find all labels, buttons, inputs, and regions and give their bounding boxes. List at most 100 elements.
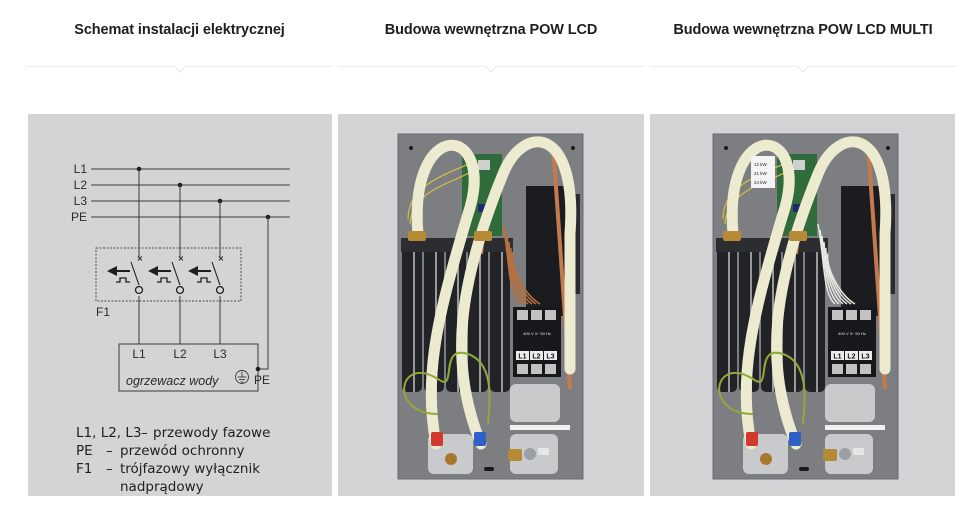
photo-part [479,242,481,392]
heating-element [805,242,825,392]
contactor-screw [846,310,857,320]
bus-lines [91,168,290,218]
mounting-hole [409,146,413,150]
tab-pointer-icon [174,66,186,73]
legend-desc: przewód ochronny [120,443,245,459]
photo-part [516,351,529,360]
sensor-wire [407,161,474,220]
mounting-hole [571,146,575,150]
heater-terminal-l1: L1 [132,347,146,361]
heating-element [402,242,422,392]
svg-text:×: × [218,254,225,263]
tab-pow-lcd-multi-internals[interactable]: Budowa wewnętrzna POW LCD MULTI [650,0,956,73]
valve-lever [538,448,549,455]
contactor-screw [860,364,871,374]
protective-earth-icon [235,370,249,384]
brass-fitting [474,231,492,241]
contactor-terminal-label: L1 [518,354,526,361]
contactor-screw [545,364,556,374]
cold-inlet-sleeve [474,432,486,446]
internal-wire [823,241,848,305]
inlet-fitting [823,449,837,461]
photo-part [728,242,730,392]
hot-outlet [760,453,772,465]
inlet-fitting [508,449,522,461]
legend-dash: – [106,461,113,477]
internal-wire [817,223,836,305]
contactor-screw [832,310,843,320]
junction-dot [255,366,261,372]
breaker-pole-icon: × [107,254,144,295]
legend-desc-continued: nadprądowy [120,479,204,495]
junction-dot [217,198,223,204]
contactor-screw [860,310,871,320]
breaker-poles: × × × [107,254,225,295]
wiring-diagram-panel: L1 L2 L3 PE F1 ××× [28,114,332,496]
breaker-f1-box [95,247,242,302]
internal-wire [826,253,856,305]
photo-part [712,133,899,480]
brass-fitting [723,231,741,241]
bus-label-l1: L1 [74,162,88,176]
heater-name: ogrzewacz wody [126,374,219,388]
contactor-screw [517,310,528,320]
breaker-pole-icon: × [148,254,185,295]
tab-label: Budowa wewnętrzna POW LCD [384,22,598,38]
bus-label-l2: L2 [74,178,88,192]
contactor-terminal-label: L2 [847,354,855,361]
photo-part [799,467,809,471]
legend-dash: – [106,443,113,459]
internal-wire [508,241,533,305]
hot-outlet-sleeve [431,432,443,446]
photo-part [478,160,490,170]
tab-label: Schemat instalacji elektrycznej [74,22,285,38]
legend-key: L1, L2, L3 [76,425,142,441]
rating-sticker [825,425,885,430]
contactor-screw [846,364,857,374]
photo-part [816,242,818,392]
contactor-screw [531,364,542,374]
photo-part [397,133,584,480]
legend-desc: trójfazowy wyłącznik [120,461,260,477]
photo-part [530,351,543,360]
breaker-pole-icon: × [188,254,225,295]
contactor-rating: 400 V 3~ 50 Hz [523,331,551,336]
internal-wire [825,247,852,305]
tab-pointer-icon [485,66,497,73]
bus-label-l3: L3 [74,194,88,208]
svg-text:×: × [178,254,185,263]
legend-dash: – [141,425,148,441]
photo-part [544,351,557,360]
tab-pow-lcd-internals[interactable]: Budowa wewnętrzna POW LCD [338,0,644,73]
legend-key: PE [76,443,93,459]
water-hose [456,136,577,450]
photo-part [501,242,503,392]
photo-part [831,351,844,360]
mounting-hole [724,146,728,150]
photo-part [484,467,494,471]
valve [839,448,851,460]
contactor-terminal-label: L2 [532,354,540,361]
photo-part [845,351,858,360]
photo-part [478,204,486,212]
brass-fitting [408,231,426,241]
svg-text:×: × [137,254,144,263]
heater-terminal-l3: L3 [213,347,227,361]
heater-pe-label: PE [254,373,270,387]
bus-label-pe: PE [71,210,87,224]
hot-outlet [445,453,457,465]
wiring-diagram: L1 L2 L3 PE F1 ××× [71,162,290,495]
tab-label: Budowa wewnętrzna POW LCD MULTI [673,22,933,38]
earth-wire [718,351,806,425]
hot-outlet-sleeve [746,432,758,446]
internal-wire [511,253,541,305]
valve [524,448,536,460]
plate-cutout [825,384,875,422]
tab-electrical-schematic[interactable]: Schemat instalacji elektrycznej [27,0,332,73]
power-option: 21 kW [754,171,768,176]
internal-wire [510,247,537,305]
power-option: 24 kW [754,180,768,185]
